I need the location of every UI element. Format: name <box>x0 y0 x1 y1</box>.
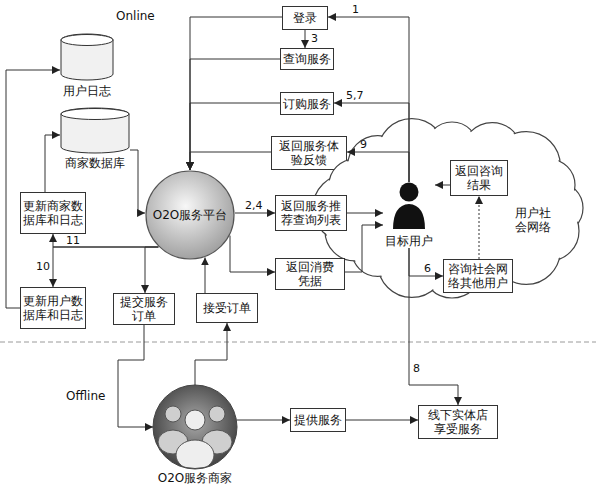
process-box: 返回服务体 验反馈 <box>271 136 347 170</box>
node-label: 更新用户数 据库和日志 <box>22 294 84 322</box>
process-box: 提交服务 订单 <box>113 293 175 325</box>
flow-connector <box>53 247 158 287</box>
node-label: 登录 <box>284 11 326 25</box>
callout-number: 8 <box>413 362 420 375</box>
flow-connector <box>45 135 60 192</box>
merchant-person <box>158 430 188 454</box>
process-box: 提供服务 <box>290 408 346 432</box>
process-box: 更新商家数 据库和日志 <box>20 192 86 234</box>
section-label: Offline <box>66 390 105 403</box>
database-cylinder: 用户日志 <box>60 34 114 98</box>
process-box: 订购服务 <box>280 92 334 115</box>
cylinder-body <box>61 108 129 153</box>
node-label: 查询服务 <box>282 52 332 66</box>
merchant-person <box>185 410 205 430</box>
flow-connector <box>190 17 282 170</box>
flow-connector <box>347 152 409 182</box>
process-box: 返回咨询 结果 <box>450 160 508 196</box>
callout-number: 3 <box>311 32 318 45</box>
database-cylinder: 商家数据库 <box>60 108 130 170</box>
process-box: 返回服务推 荐查询列表 <box>275 195 347 231</box>
flow-connector <box>195 323 227 385</box>
node-label: O2O服务平台 <box>153 208 228 222</box>
section-label: Online <box>116 10 155 23</box>
flow-connector <box>145 247 158 293</box>
process-box: 返回消费 凭据 <box>275 258 345 290</box>
flow-connector <box>230 236 275 272</box>
node-label: O2O服务商家 <box>153 471 237 485</box>
node-label: 咨询社会网 络其他用户 <box>445 262 511 290</box>
cylinder-top <box>61 35 113 46</box>
node-label: 返回服务推 荐查询列表 <box>277 199 345 227</box>
online-offline-divider <box>0 342 596 343</box>
merchant-person <box>209 406 225 422</box>
flow-connector <box>479 196 480 259</box>
flow-connector <box>346 420 418 421</box>
flow-connector <box>235 213 275 214</box>
node-label: 更新商家数 据库和日志 <box>22 199 84 227</box>
process-box: 查询服务 <box>280 48 334 70</box>
merchant-disc <box>153 385 237 469</box>
flow-connector <box>347 213 383 214</box>
node-label: 返回服务体 验反馈 <box>273 139 345 167</box>
callout-number: 10 <box>36 260 50 273</box>
process-box: 接受订单 <box>196 293 258 323</box>
flow-connector <box>409 248 443 276</box>
flow-connector <box>190 152 271 170</box>
flow-connector <box>237 420 290 421</box>
platform-disc <box>146 171 234 259</box>
flow-connector <box>334 103 409 182</box>
process-box: 线下实体店 享受服务 <box>418 405 498 439</box>
actor-node: 目标用户 <box>383 182 435 248</box>
user-icon <box>393 183 425 230</box>
process-box: 登录 <box>282 6 328 30</box>
flow-connector <box>6 70 60 308</box>
flow-connector <box>130 150 145 213</box>
actor-node: O2O服务商家 <box>153 385 237 485</box>
node-label: 返回消费 凭据 <box>277 260 343 288</box>
flow-connector <box>435 185 450 186</box>
node-label: 接受订单 <box>198 301 256 315</box>
node-label: 线下实体店 享受服务 <box>420 408 496 436</box>
merchant-person <box>202 430 232 454</box>
flow-connector <box>190 103 280 170</box>
callout-number: 2,4 <box>245 199 263 212</box>
flow-connector <box>205 257 206 293</box>
node-label: 返回咨询 结果 <box>452 164 506 192</box>
merchant-person <box>165 406 181 422</box>
flow-connector <box>190 59 280 170</box>
process-box: 咨询社会网 络其他用户 <box>443 259 513 293</box>
flow-connector <box>53 234 158 247</box>
platform-circle: O2O服务平台 <box>145 170 235 260</box>
node-label: 用户日志 <box>60 84 114 98</box>
cloud-fill <box>347 148 557 268</box>
merchant-person <box>176 440 214 470</box>
callout-number: 5,7 <box>346 89 364 102</box>
node-label: 提交服务 订单 <box>115 295 173 323</box>
flow-connector <box>118 325 153 427</box>
cylinder-body <box>61 34 113 80</box>
node-label: 用户社 会网络 <box>512 206 554 234</box>
user-body <box>393 204 425 229</box>
social-network-cloud: 用户社 会网络返回咨询 结果目标用户咨询社会网 络其他用户 <box>312 112 592 304</box>
callout-number: 1 <box>352 3 359 16</box>
merchant-icon <box>153 385 237 470</box>
node-outline <box>60 108 130 153</box>
node-label: 商家数据库 <box>60 156 130 170</box>
user-head <box>400 183 419 202</box>
flow-connector <box>409 248 458 405</box>
flow-connector <box>328 17 409 182</box>
cylinder-top <box>61 109 129 120</box>
callout-number: 11 <box>66 234 80 247</box>
node-label: 提供服务 <box>292 413 344 427</box>
node-label: 订购服务 <box>282 97 332 111</box>
flow-connector <box>345 225 383 272</box>
process-box: 更新用户数 据库和日志 <box>20 287 86 329</box>
node-outline <box>60 34 114 80</box>
flow-connector <box>305 30 306 48</box>
node-label: 目标用户 <box>383 234 435 248</box>
